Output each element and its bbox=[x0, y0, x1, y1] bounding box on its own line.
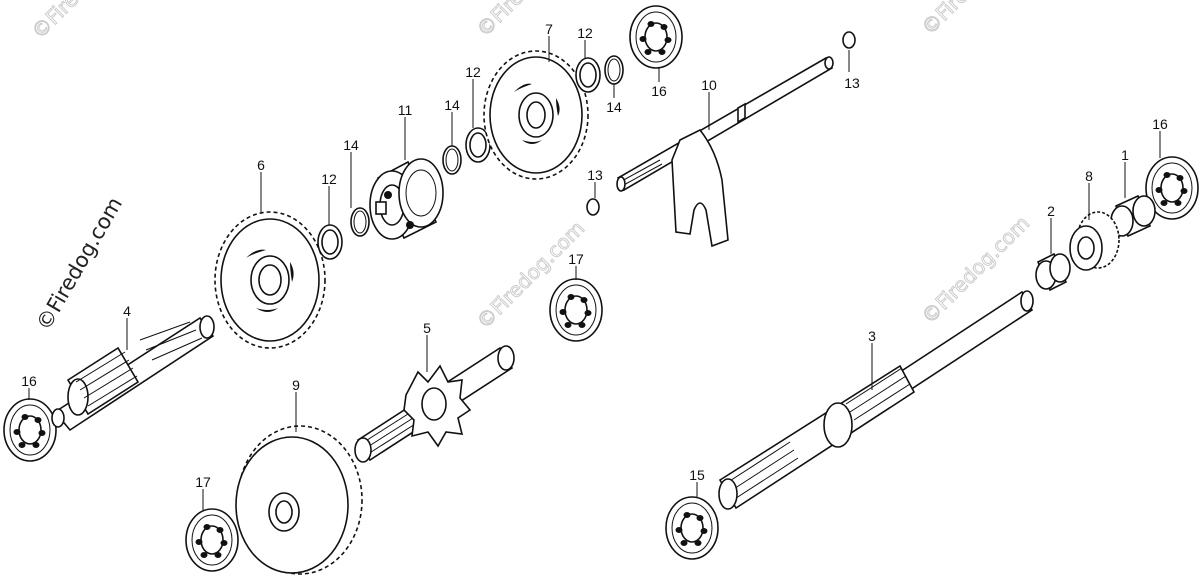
callout-17-a: 17 bbox=[568, 251, 584, 267]
part-14-clip-a bbox=[350, 207, 370, 237]
part-2-bushing bbox=[1035, 252, 1071, 292]
callout-16-b: 16 bbox=[1152, 116, 1168, 132]
callout-10: 10 bbox=[701, 77, 717, 93]
callout-12-b: 12 bbox=[465, 64, 481, 80]
callout-15: 15 bbox=[689, 467, 705, 483]
callout-16-c: 16 bbox=[21, 373, 37, 389]
part-12-washer-c bbox=[575, 57, 601, 93]
part-1-bushing bbox=[1110, 194, 1156, 238]
part-17-bearing-mid bbox=[549, 278, 603, 342]
callout-12-a: 12 bbox=[577, 25, 593, 41]
callout-9: 9 bbox=[292, 377, 300, 393]
part-16-bearing-top bbox=[629, 5, 683, 69]
part-3-long-shaft bbox=[718, 290, 1034, 510]
callout-17-b: 17 bbox=[195, 474, 211, 490]
callout-6: 6 bbox=[257, 157, 265, 173]
callout-3: 3 bbox=[868, 328, 876, 344]
callout-16-a: 16 bbox=[651, 83, 667, 99]
callout-11: 11 bbox=[398, 102, 413, 118]
callout-labels: 1 2 3 4 5 6 7 8 9 10 11 12 12 12 13 13 1… bbox=[21, 21, 1168, 490]
part-6-gear bbox=[214, 211, 326, 349]
part-14-clip-c bbox=[604, 55, 624, 85]
callout-8: 8 bbox=[1085, 168, 1093, 184]
watermark-faint: ©Firedog.com bbox=[472, 0, 590, 42]
part-12-washer-a bbox=[317, 224, 343, 260]
callout-13-a: 13 bbox=[844, 75, 860, 91]
part-17-bearing-bottom bbox=[185, 508, 239, 572]
watermark-faint: ©Firedog.com bbox=[917, 0, 1035, 40]
callout-14-c: 14 bbox=[343, 137, 359, 153]
part-14-clip-b bbox=[442, 145, 462, 175]
part-8-gear bbox=[1069, 211, 1120, 271]
part-7-gear bbox=[483, 50, 589, 180]
watermark-faint: ©Firedog.com bbox=[27, 0, 145, 44]
watermark-main: ©Firedog.com bbox=[32, 193, 128, 334]
callout-4: 4 bbox=[123, 303, 131, 319]
callout-2: 2 bbox=[1047, 203, 1055, 219]
part-5-shaft bbox=[354, 345, 515, 463]
callout-13-b: 13 bbox=[587, 167, 603, 183]
part-13-clip-mid bbox=[586, 198, 600, 216]
callout-5: 5 bbox=[423, 320, 431, 336]
part-16-bearing-left bbox=[3, 398, 57, 462]
callout-14-b: 14 bbox=[444, 97, 460, 113]
callout-1: 1 bbox=[1121, 147, 1129, 163]
callout-14-a: 14 bbox=[606, 99, 622, 115]
part-15-bearing bbox=[665, 496, 719, 560]
part-10-fork-shaft bbox=[616, 56, 834, 248]
part-13-clip-top bbox=[842, 31, 856, 49]
part-9-gear bbox=[235, 425, 363, 575]
part-4-shaft bbox=[51, 315, 215, 432]
callout-12-c: 12 bbox=[321, 171, 337, 187]
callout-7: 7 bbox=[545, 21, 553, 37]
leader-lines bbox=[28, 36, 1161, 510]
part-11-hub bbox=[369, 158, 444, 240]
